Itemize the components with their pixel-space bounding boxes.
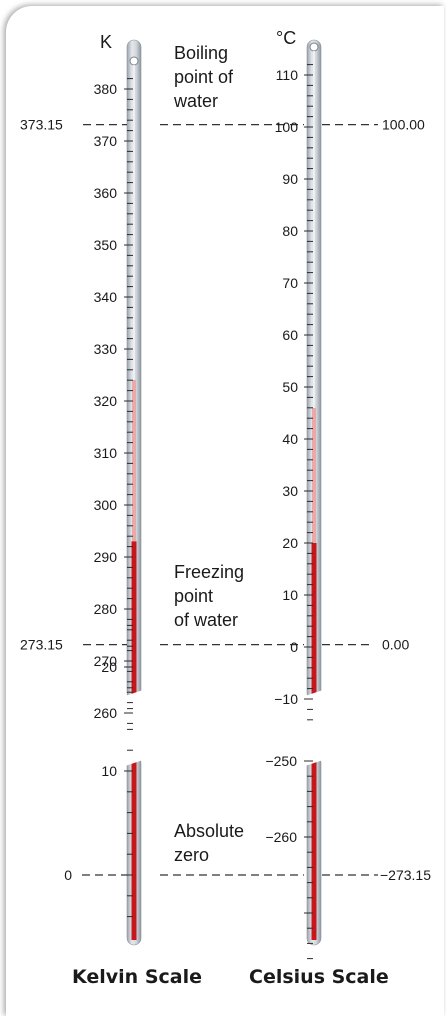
kelvin-tick-label: 310 (94, 445, 118, 461)
celsius-tick-label: 60 (282, 327, 298, 343)
kelvin-tick-label: 290 (94, 549, 118, 565)
celsius-tick-label: −250 (265, 753, 297, 769)
kelvin-tick-label: 370 (94, 133, 118, 149)
kelvin-tick-label: 10 (101, 763, 117, 779)
celsius-tick-label: 50 (282, 379, 298, 395)
kelvin-scale-title: Kelvin Scale (72, 966, 202, 988)
absolute-zero-annotation-line: Absolute (174, 821, 244, 841)
celsius-tick-label: 110 (276, 67, 299, 83)
celsius-tick-label: 30 (282, 483, 298, 499)
celsius-tick-label: 100 (275, 119, 299, 135)
celsius-break-upper (302, 689, 326, 709)
kelvin-tick-label: 20 (101, 659, 117, 675)
celsius-mercury-upper (311, 543, 317, 700)
scale-labels: K°C3803703603503403303203103002902802702… (20, 28, 431, 883)
celsius-absolute-value: −273.15 (380, 867, 431, 883)
kelvin-boiling-value: 373.15 (20, 117, 63, 133)
celsius-tick-label: 70 (282, 275, 298, 291)
thermometer-tubes (122, 39, 326, 946)
celsius-mercury-faint (312, 408, 316, 543)
kelvin-top-bulb (129, 56, 139, 66)
kelvin-tick-label: 320 (94, 393, 118, 409)
kelvin-unit-label: K (100, 32, 112, 52)
celsius-tick-label: −260 (265, 829, 297, 845)
celsius-top-bulb (309, 42, 319, 52)
celsius-tick-label: 80 (282, 223, 298, 239)
kelvin-tick-label: 340 (94, 289, 118, 305)
kelvin-tick-label: 360 (94, 185, 118, 201)
tick-marks (124, 64, 313, 960)
celsius-tick-label: 10 (282, 587, 298, 603)
kelvin-break-lower (122, 747, 146, 767)
celsius-tick-label: 20 (282, 535, 298, 551)
kelvin-mercury-faint (132, 380, 136, 542)
celsius-break-lower (302, 747, 326, 767)
celsius-freezing-value: 0.00 (382, 637, 409, 653)
celsius-tick-label: 0 (290, 639, 298, 655)
kelvin-tick-label-zero: 0 (64, 867, 72, 883)
reference-lines (82, 124, 378, 876)
figure-panel (6, 6, 444, 1016)
celsius-tick-label: 90 (282, 171, 298, 187)
freezing-annotation-line: Freezing (174, 562, 244, 582)
absolute-zero-annotation-line: zero (174, 845, 209, 865)
kelvin-tick-label: 270 (94, 653, 118, 669)
celsius-mercury-lower (311, 756, 317, 940)
celsius-tick-label: −10 (274, 691, 298, 707)
kelvin-tick-label: 380 (94, 81, 118, 97)
celsius-scale-title: Celsius Scale (249, 966, 389, 988)
boiling-annotation-line: water (173, 91, 218, 111)
celsius-tick-label: 40 (282, 431, 298, 447)
kelvin-tick-label: 300 (94, 497, 118, 513)
freezing-annotation-line: of water (174, 610, 238, 630)
kelvin-tick-label: 330 (94, 341, 118, 357)
kelvin-mercury-lower (131, 756, 137, 940)
boiling-annotation-line: point of (174, 67, 234, 87)
kelvin-freezing-value: 273.15 (20, 637, 63, 653)
kelvin-tick-label: 350 (94, 237, 118, 253)
freezing-annotation-line: point (174, 586, 213, 606)
celsius-unit-label: °C (276, 28, 296, 48)
kelvin-mercury-upper (131, 541, 137, 700)
kelvin-tick-label: 260 (94, 705, 118, 721)
kelvin-tick-label: 280 (94, 601, 118, 617)
boiling-annotation-line: Boiling (174, 43, 228, 63)
celsius-boiling-value: 100.00 (382, 117, 425, 133)
kelvin-break-upper (122, 689, 146, 709)
